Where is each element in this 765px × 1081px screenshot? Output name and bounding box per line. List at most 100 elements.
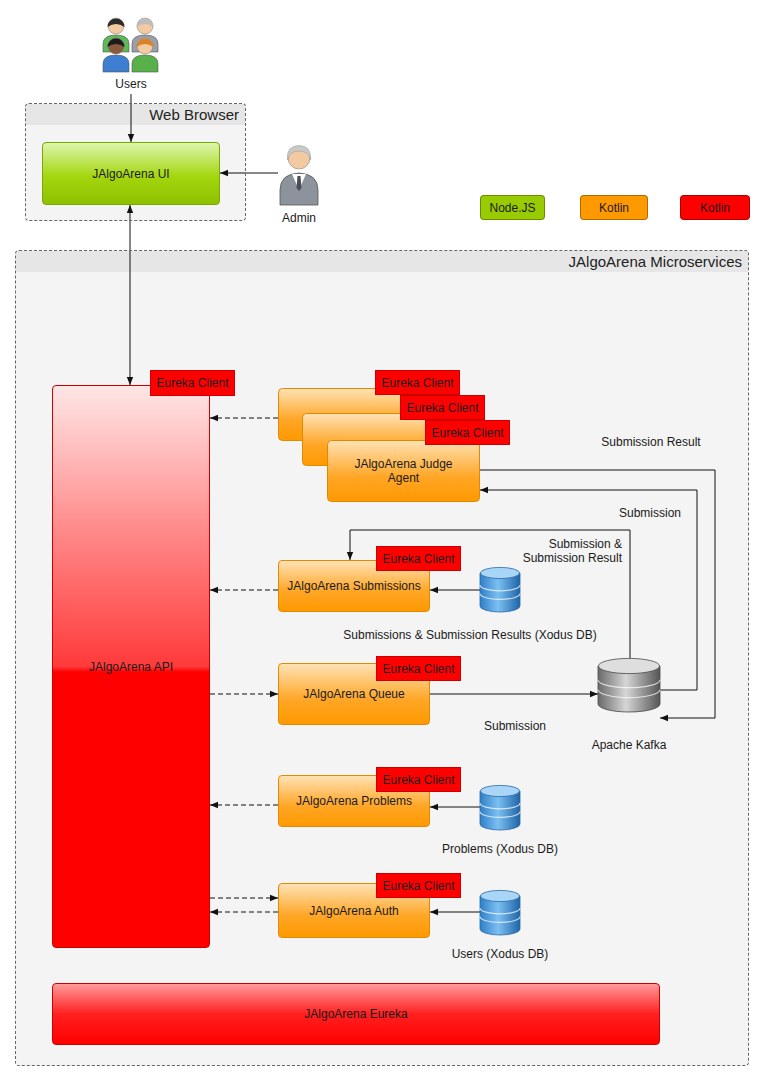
users-icon-shape (100, 15, 162, 73)
person-hair (137, 19, 154, 28)
database-cylinder-shape (480, 785, 520, 830)
connector (430, 590, 480, 591)
legend-text: Kotlin (700, 201, 730, 215)
microservices-ground (16, 251, 749, 1066)
cylinder-top (480, 567, 519, 578)
cylinder-band (480, 803, 520, 809)
database-cylinder: Problems (Xodus DB) (480, 785, 520, 830)
node-label: Users (115, 77, 146, 91)
cylinder-band (480, 916, 520, 922)
service-box: JAlgoArena ProblemsEureka Client (278, 775, 430, 827)
legend-swatch: Node.JS (480, 195, 545, 220)
person-head (137, 38, 153, 54)
database-cylinder-shape (480, 890, 520, 935)
browser-band: Web BrowserJAlgoArena UI (25, 103, 246, 221)
hair (287, 146, 310, 161)
node-text: JAlgoArena Auth (309, 904, 398, 918)
connector (131, 94, 132, 142)
connector (430, 912, 480, 913)
node-label: Apache Kafka (592, 738, 667, 752)
node-text: JAlgoArena Judge Agent (327, 440, 480, 502)
connector (130, 205, 131, 385)
legend-text: Node.JS (489, 201, 535, 215)
browser-ground (26, 104, 246, 221)
cylinder-band (480, 811, 520, 817)
node-text: Eureka Client (382, 552, 454, 566)
admin-icon-shape (278, 140, 320, 205)
person-hair (108, 39, 125, 48)
eureka-tag: Eureka Client (150, 370, 235, 396)
cylinder-band (480, 585, 520, 591)
cylinder-band (598, 680, 660, 688)
node-text: Eureka Client (382, 879, 454, 893)
database-cylinder-shape (480, 567, 520, 612)
connector (210, 418, 278, 419)
suit (280, 173, 318, 205)
person-hair (137, 39, 154, 48)
cylinder-top (480, 785, 519, 796)
eureka-tag: Eureka Client (376, 873, 461, 898)
service-box: JAlgoArena AuthEureka Client (278, 883, 430, 938)
connector (210, 898, 278, 899)
node-text: Eureka Client (156, 376, 228, 390)
node-text: Eureka Client (382, 773, 454, 787)
edge-label-box: Submission Result (595, 432, 707, 450)
connector (210, 912, 278, 913)
browser-header-strip (26, 104, 245, 125)
person-head (108, 38, 124, 54)
shirt (292, 174, 306, 190)
edge-label: Submission & Submission Result (516, 537, 624, 565)
node-text: Eureka Client (382, 662, 454, 676)
eureka-tag: Eureka Client (376, 767, 461, 792)
person-body (132, 55, 158, 72)
connector (210, 694, 278, 695)
edge-label: Submission (617, 506, 683, 520)
connector (430, 694, 598, 695)
cylinder-top (480, 890, 519, 901)
judge-box (328, 441, 480, 502)
edge-label-box: Submission & Submission Result (516, 537, 624, 566)
node-text: JAlgoArena Eureka (304, 1007, 407, 1021)
cylinder-band (480, 908, 520, 914)
kafka-cylinder: Apache Kafka (598, 658, 660, 712)
eureka-tag: Eureka Client (400, 395, 485, 420)
node-label: Users (Xodus DB) (452, 947, 549, 961)
legend-swatch: Kotlin (580, 195, 648, 220)
api-box: JAlgoArena APIEureka Client (52, 385, 210, 948)
cylinder-top (598, 658, 659, 673)
legend-text: Kotlin (599, 201, 629, 215)
eureka-tag: Eureka Client (376, 656, 461, 681)
edge-label: Submission Result (599, 435, 702, 449)
node-label: Admin (282, 211, 316, 225)
admin-icon: Admin (278, 140, 320, 205)
users-icon: Users (100, 15, 162, 73)
person-hair (108, 19, 125, 28)
connector (210, 805, 278, 806)
legend-swatch: Kotlin (680, 195, 750, 220)
node-text: JAlgoArena Problems (296, 794, 412, 808)
service-box: JAlgoArena QueueEureka Client (278, 663, 430, 725)
connector (480, 490, 697, 690)
microservices-band: JAlgoArena MicroservicesJAlgoArena APIEu… (15, 250, 749, 1066)
cylinder-band (598, 690, 660, 698)
ui-box: JAlgoArena UI (42, 142, 220, 205)
connector (210, 590, 278, 591)
node-text: Eureka Client (381, 376, 453, 390)
edge-label-box: Submission (612, 503, 688, 521)
tie (297, 176, 302, 191)
edge-label-box: Submission (480, 716, 550, 734)
person-head (108, 18, 124, 34)
node-text: JAlgoArena UI (92, 167, 169, 181)
connector (480, 470, 715, 718)
node-text: Eureka Client (431, 426, 503, 440)
person-head (137, 18, 153, 34)
eureka-server-box: JAlgoArena Eureka (52, 983, 660, 1045)
judge-stack: JAlgoArena Judge AgentEureka ClientEurek… (278, 388, 480, 502)
node-label: Submissions & Submission Results (Xodus … (343, 628, 596, 642)
band-title: JAlgoArena Microservices (569, 251, 742, 272)
service-box: JAlgoArena SubmissionsEureka Client (278, 560, 430, 612)
node-text: JAlgoArena API (89, 660, 173, 674)
cylinder-band (480, 593, 520, 599)
